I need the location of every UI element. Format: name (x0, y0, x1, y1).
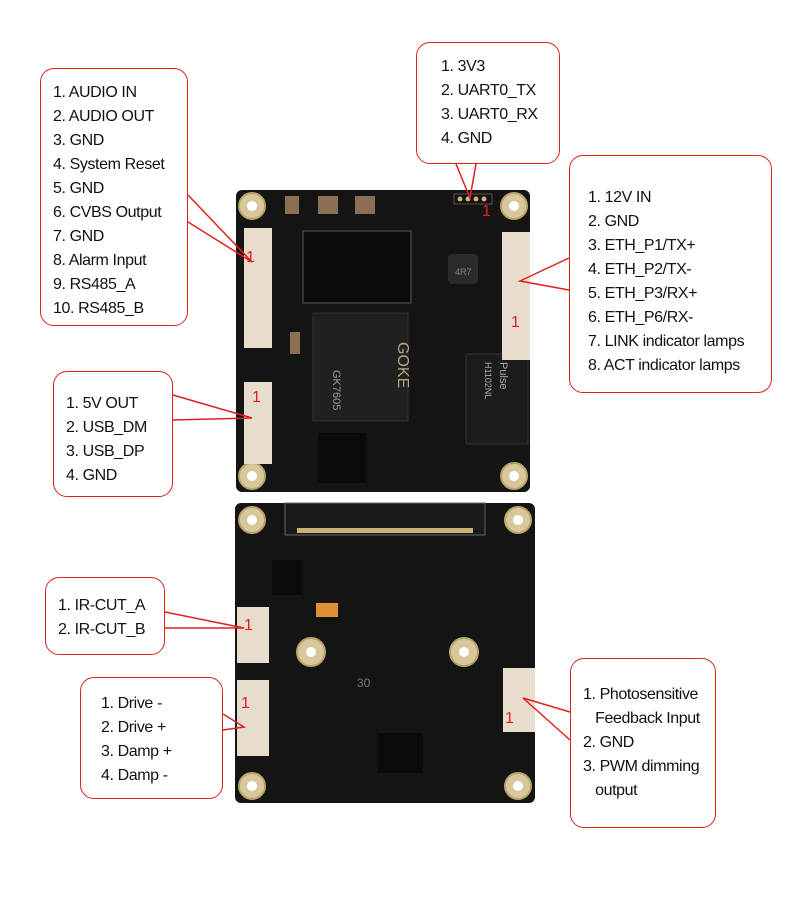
connector-lens (237, 680, 269, 756)
svg-text:1: 1 (241, 695, 250, 712)
pin-label: 2. Drive + (101, 719, 166, 736)
pin-label: 1. 5V OUT (66, 395, 138, 412)
small-chip (318, 433, 366, 483)
pin-label: 4. Damp - (101, 767, 168, 784)
pin-label: 5. GND (53, 180, 104, 197)
callout-audio-connector: 1. AUDIO IN 2. AUDIO OUT 3. GND 4. Syste… (40, 68, 188, 326)
pin-label: 8. Alarm Input (53, 252, 147, 269)
pin-label: 3. GND (53, 132, 104, 149)
svg-text:1: 1 (244, 617, 253, 634)
ethernet-transformer (465, 353, 529, 445)
pin-label: 1. Photosensitive (583, 686, 699, 703)
leader-lines (164, 163, 571, 741)
soc-brand-label: GOKE (394, 342, 411, 388)
pin-label: 4. GND (66, 467, 117, 484)
transformer-label: Pulse (497, 362, 509, 390)
pin-label: 1. IR-CUT_A (58, 597, 146, 614)
pin-label: 3. USB_DP (66, 443, 145, 460)
pin-label: 4. GND (441, 130, 492, 147)
pin-label: 10. RS485_B (53, 300, 144, 317)
pin-label: 1. 3V3 (441, 58, 485, 75)
pin-label: 1. Drive - (101, 695, 162, 712)
pin-label: 7. LINK indicator lamps (588, 333, 745, 350)
pin-label: 1. 12V IN (588, 189, 652, 206)
pin-label: 2. AUDIO OUT (53, 108, 154, 125)
connector-usb (244, 382, 272, 464)
soc-chip (312, 312, 409, 422)
pin-label: 3. ETH_P1/TX+ (588, 237, 696, 254)
connector-ircut (237, 607, 269, 663)
main-board: GK7605 GOKE 4R7 Pulse H1102NL (236, 190, 530, 492)
pin-label: 3. PWM dimming (583, 758, 700, 775)
svg-text:1: 1 (246, 249, 255, 266)
pin-label: 2. USB_DM (66, 419, 147, 436)
pin-label: 3. UART0_RX (441, 106, 538, 123)
pin-label: 2. GND (583, 734, 634, 751)
pin-label: 9. RS485_A (53, 276, 136, 293)
callout-lens-connector: 1. Drive - 2. Drive + 3. Damp + 4. Damp … (80, 677, 223, 799)
pin-label: 2. GND (588, 213, 639, 230)
svg-text:1: 1 (252, 389, 261, 406)
callout-ircut-connector: 1. IR-CUT_A 2. IR-CUT_B (45, 577, 165, 655)
pin-label: Feedback Input (583, 710, 700, 727)
pin-label: 4. ETH_P2/TX- (588, 261, 692, 278)
pin-label: 6. CVBS Output (53, 204, 162, 221)
ddr-chip (302, 230, 412, 304)
svg-text:1: 1 (482, 203, 491, 220)
pin-label: 7. GND (53, 228, 104, 245)
transformer-part-label: H1102NL (483, 362, 493, 399)
sensor-board: 30 (235, 502, 535, 803)
pin1-markers: 1 1 1 1 1 1 1 (241, 203, 520, 727)
pin-label: 3. Damp + (101, 743, 172, 760)
board-mark: 30 (357, 676, 371, 690)
pin-label: 6. ETH_P6/RX- (588, 309, 694, 326)
connector-eth (502, 232, 530, 360)
pin-label: 8. ACT indicator lamps (588, 357, 740, 374)
pin-label: 5. ETH_P3/RX+ (588, 285, 698, 302)
callout-uart-connector: 1. 3V3 2. UART0_TX 3. UART0_RX 4. GND (416, 42, 560, 164)
callout-eth-connector: 1. 12V IN 2. GND 3. ETH_P1/TX+ 4. ETH_P2… (569, 155, 772, 393)
pin-label: 2. UART0_TX (441, 82, 536, 99)
driver-chip (378, 733, 423, 773)
pin-label: output (583, 782, 638, 799)
pin-label: 4. System Reset (53, 156, 165, 173)
svg-text:1: 1 (505, 710, 514, 727)
inductor-label: 4R7 (455, 267, 472, 277)
pin-label: 2. IR-CUT_B (58, 621, 146, 638)
tantalum-capacitor (316, 603, 338, 617)
inductor (448, 254, 478, 284)
svg-text:1: 1 (511, 314, 520, 331)
callout-usb-connector: 1. 5V OUT 2. USB_DM 3. USB_DP 4. GND (53, 371, 173, 497)
soc-label: GK7605 (330, 370, 342, 410)
callout-photo-connector: 1. Photosensitive Feedback Input 2. GND … (570, 658, 716, 828)
connector-audio (244, 228, 272, 348)
pin-label: 1. AUDIO IN (53, 84, 137, 101)
